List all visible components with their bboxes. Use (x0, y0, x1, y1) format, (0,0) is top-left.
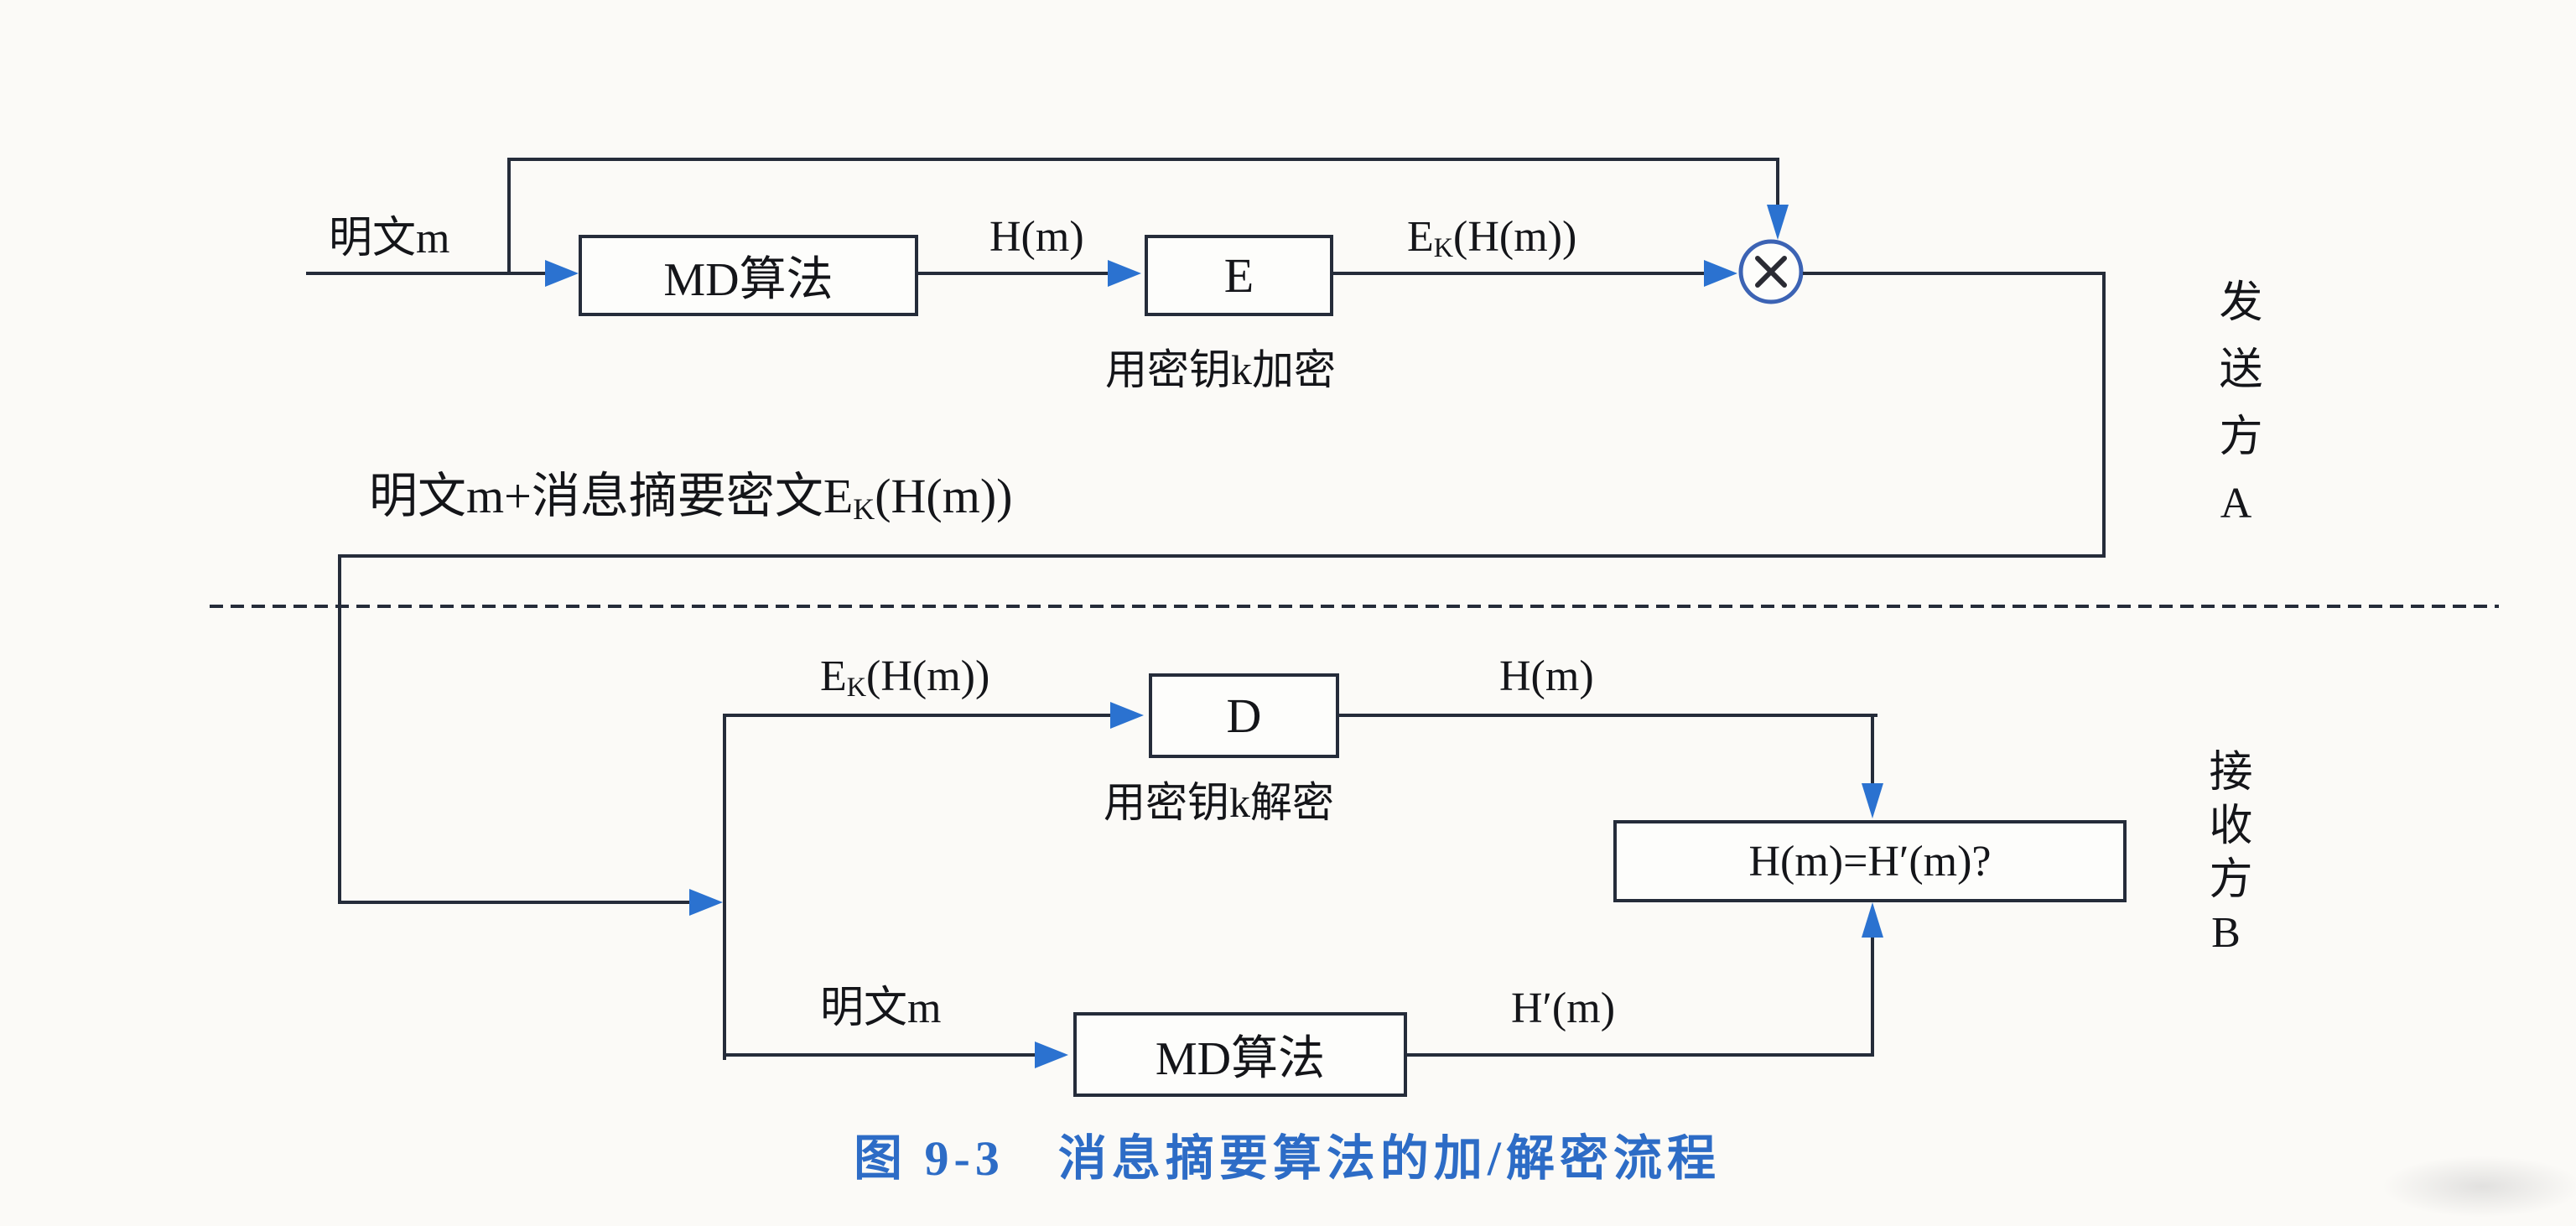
receiver-label: 接收方B (2202, 748, 2250, 967)
encrypt-note: 用密钥k加密 (1105, 346, 1336, 393)
arrow-right-icon (689, 889, 723, 916)
arrow-right-icon (1704, 260, 1737, 287)
connector-return (338, 554, 2106, 558)
sender-label: 发送方A (2212, 278, 2260, 551)
connector-to-d (723, 714, 1112, 717)
digest-prime-label: H′(m) (1511, 984, 1616, 1032)
ciphertext-label: EK(H(m)) (1407, 213, 1577, 263)
arrow-right-icon (545, 260, 579, 287)
connector-e-to-node (1333, 272, 1706, 275)
connector-feedback-top (507, 158, 1779, 161)
connector-branch-vertical (723, 714, 726, 1060)
compare-box: H(m)=H′(m)? (1613, 820, 2127, 902)
connector-feedback-down (1776, 158, 1779, 206)
digest-label-receiver: H(m) (1499, 652, 1594, 700)
payload-pre: 明文m+消息摘要密文E (369, 469, 854, 523)
connector-feedback-up (507, 159, 511, 275)
connector-right-down (2102, 272, 2106, 558)
combine-node-icon (1738, 239, 1804, 304)
payload-rest: (H(m)) (875, 469, 1013, 523)
decrypt-box: D (1149, 673, 1339, 758)
md-algorithm-box: MD算法 (579, 235, 918, 316)
connector-to-md2 (723, 1053, 1035, 1057)
cipher-sub: K (846, 672, 867, 703)
arrow-down-icon (1862, 783, 1883, 818)
md-algorithm-box-receiver: MD算法 (1073, 1012, 1407, 1097)
arrow-down-icon (1767, 205, 1789, 240)
connector-compare-top (1871, 714, 1874, 787)
ciphertext-label-receiver: EK(H(m)) (820, 652, 990, 703)
connector-d-out (1339, 714, 1877, 717)
cipher-base: E (1407, 213, 1434, 261)
plaintext-label-receiver: 明文m (820, 984, 942, 1032)
dashed-separator (210, 605, 2499, 608)
connector-md2-out (1407, 1053, 1874, 1057)
plaintext-label: 明文m (329, 215, 450, 262)
digest-label: H(m) (989, 213, 1084, 261)
connector-compare-bottom (1871, 938, 1874, 1057)
cipher-base: E (820, 652, 847, 700)
connector-node-to-right (1803, 272, 2106, 275)
payload-label: 明文m+消息摘要密文EK(H(m)) (369, 469, 1013, 526)
arrow-up-icon (1862, 902, 1883, 938)
scan-smudge (2381, 1156, 2576, 1218)
connector-md-to-e (918, 272, 1109, 275)
cipher-sub: K (1433, 232, 1454, 263)
decrypt-note: 用密钥k解密 (1104, 779, 1334, 826)
cipher-rest: (H(m)) (866, 652, 990, 700)
connector-plaintext-line (306, 272, 551, 275)
connector-left-down (338, 554, 341, 904)
payload-sub: K (853, 491, 875, 526)
cipher-rest: (H(m)) (1453, 213, 1577, 261)
figure-caption: 图 9-3 消息摘要算法的加/解密流程 (854, 1131, 1721, 1186)
encrypt-box: E (1145, 235, 1333, 316)
connector-branch-feed (338, 901, 691, 904)
arrow-right-icon (1035, 1042, 1068, 1068)
arrow-right-icon (1110, 702, 1144, 729)
arrow-right-icon (1108, 260, 1141, 287)
